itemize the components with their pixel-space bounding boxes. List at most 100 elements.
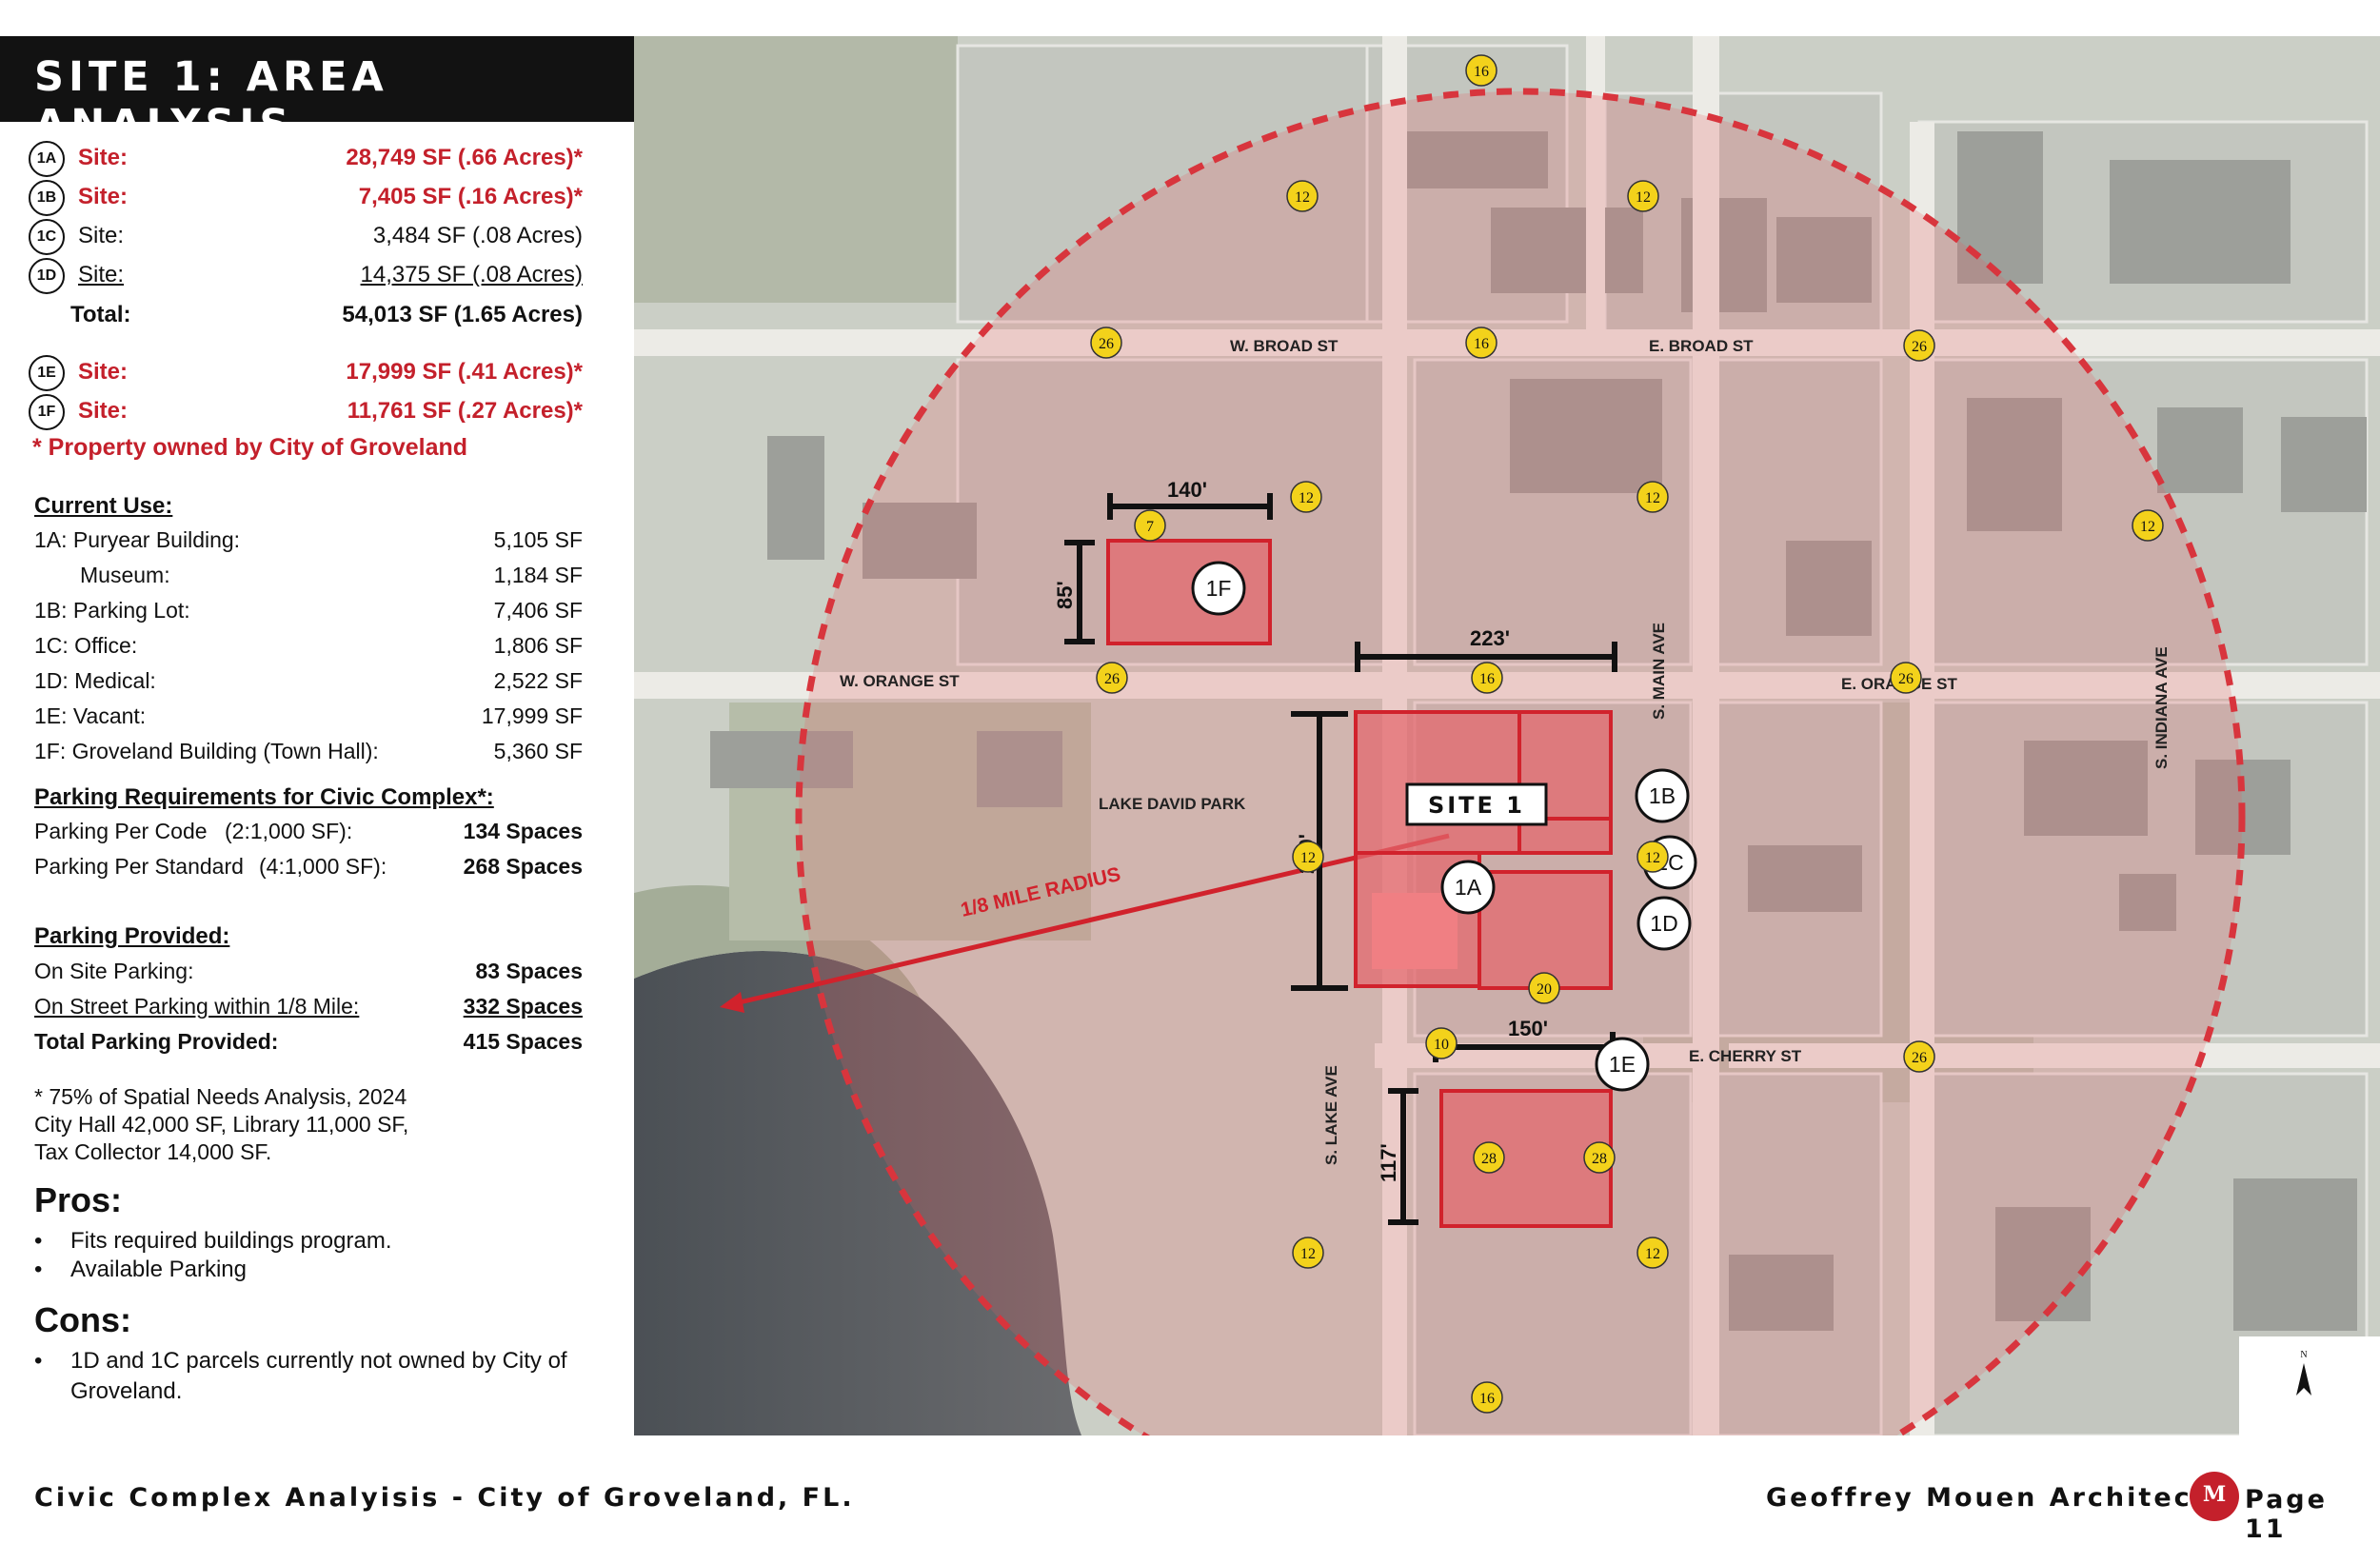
parking-badge-count: 26 — [1912, 1050, 1927, 1066]
parking-badge-count: 12 — [1645, 490, 1660, 506]
dimension-labels: 140' 85' 223' 250' 150' 117' — [1053, 478, 1548, 1182]
parking-count-badge: 28 — [1473, 1141, 1505, 1174]
parking-count-badge: 28 — [1583, 1141, 1616, 1174]
parking-count-badge: 26 — [1090, 327, 1122, 359]
note-line: * 75% of Spatial Needs Analysis, 2024 — [34, 1084, 407, 1109]
parking-count-badge: 12 — [1627, 180, 1659, 212]
parking-count-badge: 12 — [1636, 841, 1669, 873]
parcel-badge-1b: 1B — [1635, 768, 1690, 823]
parking-count-badge: 16 — [1465, 54, 1497, 87]
parking-badge-count: 28 — [1481, 1151, 1497, 1167]
north-arrow-icon — [2296, 1363, 2311, 1396]
current-use-row: 1E: Vacant: 17,999 SF — [34, 703, 583, 742]
parking-count-badge: 16 — [1465, 327, 1497, 359]
parcel-badge: 1F — [29, 394, 65, 430]
parking-count-badge: 26 — [1903, 1040, 1935, 1073]
parking-badge-circle — [1292, 1237, 1324, 1269]
parcel-1d — [1478, 870, 1613, 990]
street-label: S. INDIANA AVE — [2152, 646, 2171, 769]
current-use-row: 1C: Office: 1,806 SF — [34, 633, 583, 671]
aerial-map: 1/8 MILE RADIUS 140 — [634, 36, 2380, 1435]
parcel-badge-label: 1E — [1609, 1052, 1636, 1077]
current-use-row: 1F: Groveland Building (Town Hall): 5,36… — [34, 739, 583, 777]
green-area — [634, 36, 958, 303]
parcel-1e — [1439, 1089, 1613, 1228]
parking-badge-count: 12 — [1636, 189, 1651, 206]
parking-badge-count: 12 — [1300, 850, 1316, 866]
parcel-1a-north — [1354, 710, 1521, 855]
parking-requirement-row: Parking Per Standard (4:1,000 SF): 268 S… — [34, 854, 583, 892]
dimension-lines — [1064, 493, 1617, 1225]
parking-provided-row: On Site Parking: 83 Spaces — [34, 959, 583, 997]
spatial-needs-note: * 75% of Spatial Needs Analysis, 2024 Ci… — [34, 1083, 586, 1166]
parking-badge-circle — [1627, 180, 1659, 212]
parcel-badge-circle — [1636, 896, 1692, 951]
parking-badge-count: 16 — [1474, 336, 1489, 352]
parking-badge-circle — [1636, 1237, 1669, 1269]
buildings — [710, 131, 2367, 1331]
parking-badge-count: 12 — [1300, 1246, 1316, 1262]
parking-badge-circle — [1636, 841, 1669, 873]
parking-badge-count: 12 — [1295, 189, 1310, 206]
parking-provided-heading: Parking Provided: — [34, 923, 230, 949]
parking-count-badge: 16 — [1471, 1381, 1503, 1414]
parking-badge-circle — [1292, 841, 1324, 873]
street-labels: W. BROAD ST E. BROAD ST W. ORANGE ST E. … — [840, 337, 2171, 1165]
parking-badge-count: 26 — [1898, 671, 1914, 687]
parking-badge-count: 12 — [1645, 850, 1660, 866]
site-label: Site: — [78, 223, 125, 248]
parking-badge-count: 10 — [1434, 1037, 1449, 1053]
note-line: City Hall 42,000 SF, Library 11,000 SF, — [34, 1112, 409, 1137]
parking-badge-circle — [1528, 972, 1560, 1004]
parcel-badge-label: 1B — [1649, 783, 1676, 808]
parking-count-badge: 26 — [1903, 329, 1935, 362]
parcel-badge-label: 1A — [1455, 875, 1482, 900]
page-number: Page 11 — [2245, 1485, 2328, 1544]
provided-spaces: 332 Spaces — [463, 994, 583, 1019]
lake-shore — [634, 884, 920, 998]
parcel-badge-1d: 1D — [1636, 896, 1692, 951]
ownership-note: * Property owned by City of Groveland — [32, 434, 581, 472]
parking-badge-circle — [1471, 1381, 1503, 1414]
site-area: 3,484 SF (.08 Acres) — [372, 223, 583, 248]
parcel-badge-circle — [1635, 768, 1690, 823]
use-area: 7,406 SF — [493, 598, 583, 623]
parcel-badge: 1E — [29, 355, 65, 391]
analysis-panel: 1A Site: 28,749 SF (.66 Acres)* 1B Site:… — [0, 122, 634, 1455]
parking-count-badge: 10 — [1425, 1027, 1458, 1059]
site-label: Site: — [78, 359, 129, 385]
page-title-bar: SITE 1: AREA ANALYSIS — [0, 36, 634, 148]
requirement-spaces: 134 Spaces — [463, 819, 583, 843]
firm-logo: M — [2190, 1472, 2239, 1521]
site-total-value: 54,013 SF (1.65 Acres) — [342, 302, 583, 327]
parking-badge-count: 12 — [2140, 519, 2155, 535]
site-label: Site: — [78, 262, 125, 287]
logo-mark-icon: M — [2202, 1482, 2227, 1507]
parking-badge-count: 26 — [1912, 339, 1927, 355]
radius-arrowhead — [720, 992, 744, 1013]
parcel-badge-1f: 1F — [1191, 561, 1246, 616]
use-area: 1,184 SF — [493, 563, 583, 587]
requirement-ratio: (2:1,000 SF): — [225, 819, 353, 843]
use-area: 17,999 SF — [481, 703, 583, 728]
use-label: 1B: Parking Lot: — [34, 598, 190, 623]
parcel-badge: 1B — [29, 180, 65, 216]
dimension-label: 150' — [1508, 1017, 1548, 1040]
parking-badge-circle — [1090, 327, 1122, 359]
parking-badge-circle — [1465, 327, 1497, 359]
site-area: 17,999 SF (.41 Acres)* — [346, 359, 583, 385]
use-label: 1C: Office: — [34, 633, 138, 658]
requirement-label: Parking Per Code — [34, 819, 208, 843]
bullet-icon: • — [34, 1228, 43, 1254]
street-label: S. LAKE AVE — [1322, 1065, 1340, 1165]
parking-badge-circle — [1890, 662, 1922, 694]
parking-requirements-heading: Parking Requirements for Civic Complex*: — [34, 784, 494, 810]
pros-item-text: Available Parking — [70, 1257, 248, 1282]
parking-badge-count: 26 — [1099, 336, 1114, 352]
parking-total-row: Total Parking Provided: 415 Spaces — [34, 1029, 583, 1067]
current-use-row: Museum: 1,184 SF — [34, 563, 583, 601]
requirement-spaces: 268 Spaces — [463, 854, 583, 879]
site-area: 11,761 SF (.27 Acres)* — [347, 398, 583, 424]
